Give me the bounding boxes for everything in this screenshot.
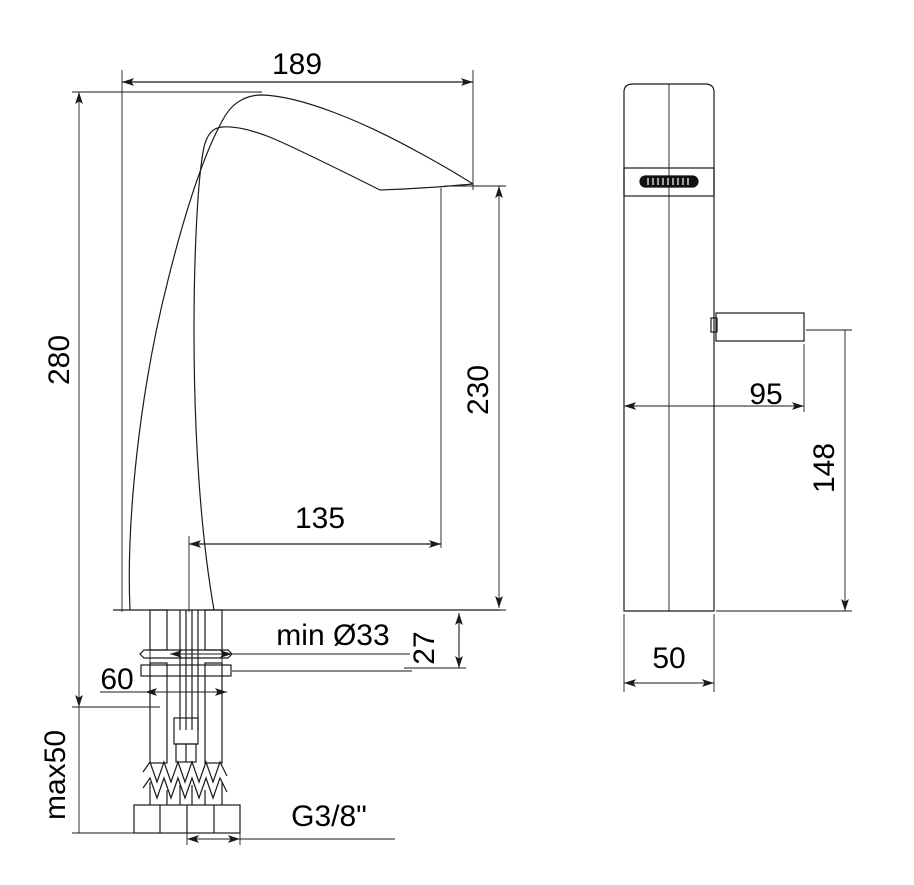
- dimension-230: [445, 185, 506, 611]
- label-60: 60: [100, 663, 133, 696]
- dimension-95: [624, 344, 805, 412]
- label-g38: G3/8": [291, 800, 367, 833]
- shank-right-upper: [204, 609, 223, 651]
- dimension-60: [100, 615, 227, 700]
- dimension-27: [404, 613, 466, 669]
- front-view-faucet-body: [128, 94, 474, 611]
- break-symbol-upper: [142, 760, 228, 784]
- label-max50: max50: [39, 730, 72, 820]
- label-95: 95: [749, 378, 782, 411]
- shank-right-lower: [204, 662, 223, 764]
- dimension-g38: [186, 833, 395, 845]
- side-column-outline: [623, 83, 715, 612]
- dimension-148: [716, 329, 852, 612]
- mounting-washer-upper: [139, 649, 233, 659]
- dimension-50: [623, 614, 715, 692]
- label-135: 135: [295, 502, 345, 535]
- aerator-band: [623, 167, 715, 197]
- mounting-hardware-assembly: [133, 609, 241, 834]
- label-27: 27: [408, 631, 441, 664]
- shank-left-lower: [149, 662, 168, 764]
- mounting-nut-plate: [140, 664, 232, 677]
- break-symbol-lower: [142, 776, 228, 800]
- spout-lip-edge: [379, 183, 474, 191]
- label-148: 148: [808, 443, 841, 493]
- label-230: 230: [462, 365, 495, 415]
- dimension-135: [188, 188, 442, 612]
- dimension-labels: 189 280 230 135 27 min Ø33 60 max50 G3/8…: [39, 48, 841, 833]
- handle-lever: [715, 312, 805, 342]
- faucet-outer-profile: [128, 94, 474, 611]
- dimension-280: [72, 91, 262, 708]
- label-50: 50: [652, 642, 685, 675]
- label-min-d33: min Ø33: [276, 619, 389, 652]
- label-189: 189: [272, 48, 322, 81]
- label-280: 280: [43, 335, 76, 385]
- shank-left-upper: [149, 609, 168, 651]
- aerator-slot-ribs: [647, 178, 689, 185]
- dimension-189: [121, 70, 474, 612]
- aerator-slot: [639, 175, 699, 188]
- faucet-inner-profile: [193, 126, 381, 611]
- handle-pivot: [710, 317, 718, 333]
- dimension-min-d33: [170, 650, 412, 672]
- dimension-max50: [72, 707, 140, 834]
- side-view-faucet-body: [623, 83, 805, 612]
